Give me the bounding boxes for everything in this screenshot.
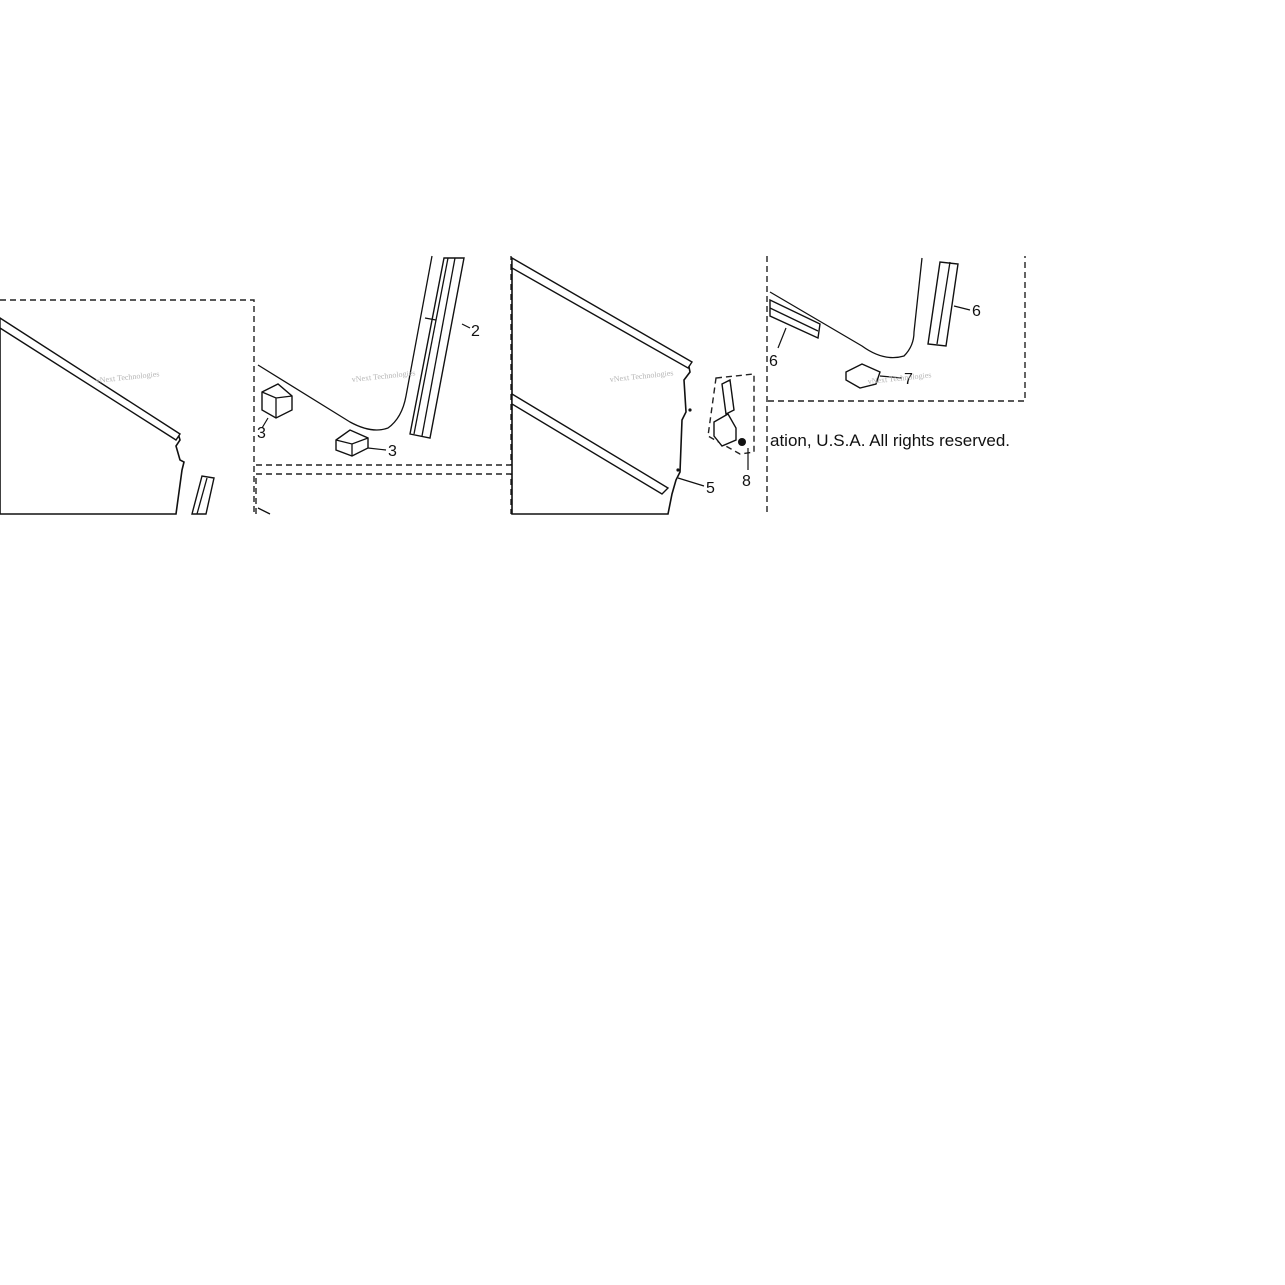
- door-panel: [511, 260, 691, 515]
- tile-left: vNext Technologies: [0, 256, 255, 515]
- callout-5: 5: [706, 480, 715, 497]
- callout-2: 2: [471, 323, 480, 340]
- latch-part: [713, 413, 737, 447]
- assembly-boundary-lower: [255, 473, 512, 514]
- assembly-boundary: [256, 256, 512, 466]
- clip-part: [845, 363, 881, 389]
- clip-part: [261, 383, 293, 419]
- callout-8: 8: [742, 473, 751, 490]
- latch-boundary: [707, 373, 755, 455]
- copyright-notice: ation, U.S.A. All rights reserved.: [770, 431, 1010, 450]
- callout-6: 6: [769, 353, 778, 370]
- lower-rail: [511, 392, 670, 495]
- tile-center-right: 5 8 vNext Technologies: [511, 256, 768, 515]
- panel-edge: [769, 257, 923, 359]
- callout-6: 6: [972, 303, 981, 320]
- tile-center-left: 3 3 2 vNext Technologies: [255, 255, 512, 515]
- seal-strip: [191, 475, 215, 515]
- assembly-boundary: [768, 256, 1026, 402]
- latch-part: [721, 378, 735, 416]
- latch-screw: [738, 438, 746, 446]
- callout-3: 3: [257, 425, 266, 442]
- seal-strip-lower: [769, 298, 821, 340]
- callout-7: 7: [904, 371, 913, 388]
- frame-rail: [409, 257, 465, 439]
- assembly-boundary: [0, 299, 255, 514]
- top-rail: [0, 317, 181, 441]
- callout-3: 3: [388, 443, 397, 460]
- top-rail: [511, 256, 693, 369]
- panel-edge: [257, 255, 433, 431]
- tile-right: 6 6 7 vNext Technologies ation, U.S.A. A…: [768, 256, 1026, 450]
